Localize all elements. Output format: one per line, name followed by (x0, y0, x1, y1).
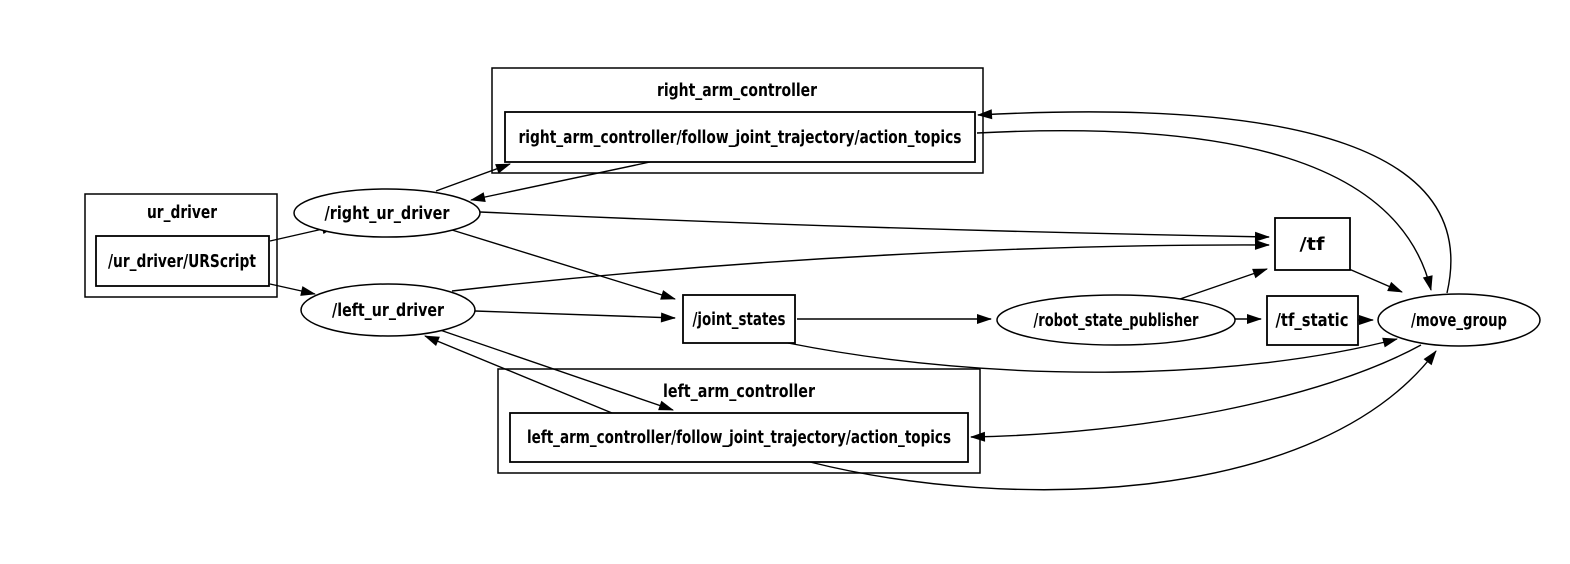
cluster-right-arm-controller-box (491, 67, 984, 174)
edge-left-ur-driver-to-tf (451, 239, 1270, 292)
topic-tf-static-box (1266, 295, 1359, 346)
cluster-left-arm-controller-box (497, 368, 981, 474)
edge-robot-state-publisher-to-tf (1179, 268, 1268, 300)
edge-left-ur-driver-to-left-action-topics (439, 329, 674, 411)
node-robot-state-publisher-shape (996, 294, 1236, 346)
topic-joint-states: /joint_states (682, 294, 796, 344)
edge-left-ur-driver-to-joint-states (474, 310, 676, 323)
edge-move-group-to-right-action-topics (977, 109, 1452, 294)
cluster-ur-driver: ur_driver /ur_driver/URScript (84, 193, 278, 298)
topic-ur-driver-urscript-box (95, 235, 270, 287)
topic-tf-static-label: /tf_static (1276, 310, 1349, 331)
edge-joint-states-to-move-group (787, 337, 1398, 373)
cluster-left-arm-controller-label: left_arm_controller (663, 381, 815, 402)
topic-right-action-topics-label: right_arm_controller/follow_joint_trajec… (519, 127, 962, 148)
edge-right-action-topics-to-right-ur-driver (470, 161, 651, 202)
topic-tf-static: /tf_static (1266, 295, 1359, 346)
node-left-ur-driver-shape (300, 283, 476, 337)
topic-ur-driver-urscript-label: /ur_driver/URScript (108, 251, 256, 272)
node-move-group-label: /move_group (1411, 310, 1507, 331)
cluster-left-arm-controller: left_arm_controller left_arm_controller/… (497, 368, 981, 474)
node-left-ur-driver-label: /left_ur_driver (332, 300, 444, 321)
topic-tf-label: /tf (1300, 234, 1325, 255)
node-robot-state-publisher: /robot_state_publisher (996, 294, 1236, 346)
cluster-ur-driver-label: ur_driver (147, 202, 217, 223)
edge-right-ur-driver-to-joint-states (451, 229, 676, 300)
node-move-group: /move_group (1377, 293, 1541, 347)
cluster-right-arm-controller-label: right_arm_controller (657, 80, 817, 101)
node-right-ur-driver-shape (293, 188, 481, 238)
topic-tf-box (1274, 217, 1351, 271)
edge-move-group-to-left-action-topics (970, 344, 1422, 442)
edge-tf-to-move-group (1348, 268, 1403, 293)
node-right-ur-driver-label: /right_ur_driver (325, 203, 450, 224)
cluster-right-arm-controller: right_arm_controller right_arm_controlle… (491, 67, 984, 174)
topic-right-action-topics-box (504, 111, 976, 163)
edge-right-action-topics-to-move-group (976, 129, 1433, 291)
topic-left-action-topics-box (509, 412, 969, 463)
node-right-ur-driver: /right_ur_driver (293, 188, 481, 238)
edge-left-action-topics-to-left-ur-driver (424, 335, 613, 414)
node-robot-state-publisher-label: /robot_state_publisher (1034, 310, 1199, 331)
edge-right-ur-driver-to-tf (479, 211, 1270, 242)
edge-right-ur-driver-to-right-action-topics (435, 163, 511, 192)
node-left-ur-driver: /left_ur_driver (300, 283, 476, 337)
topic-tf: /tf (1274, 217, 1351, 271)
topic-joint-states-box (682, 294, 796, 344)
edges (269, 109, 1452, 491)
topic-joint-states-label: /joint_states (693, 309, 786, 330)
edge-left-action-topics-to-move-group (809, 350, 1437, 491)
topic-left-action-topics-label: left_arm_controller/follow_joint_traject… (527, 427, 951, 448)
node-move-group-shape (1377, 293, 1541, 347)
cluster-ur-driver-box (84, 193, 278, 298)
